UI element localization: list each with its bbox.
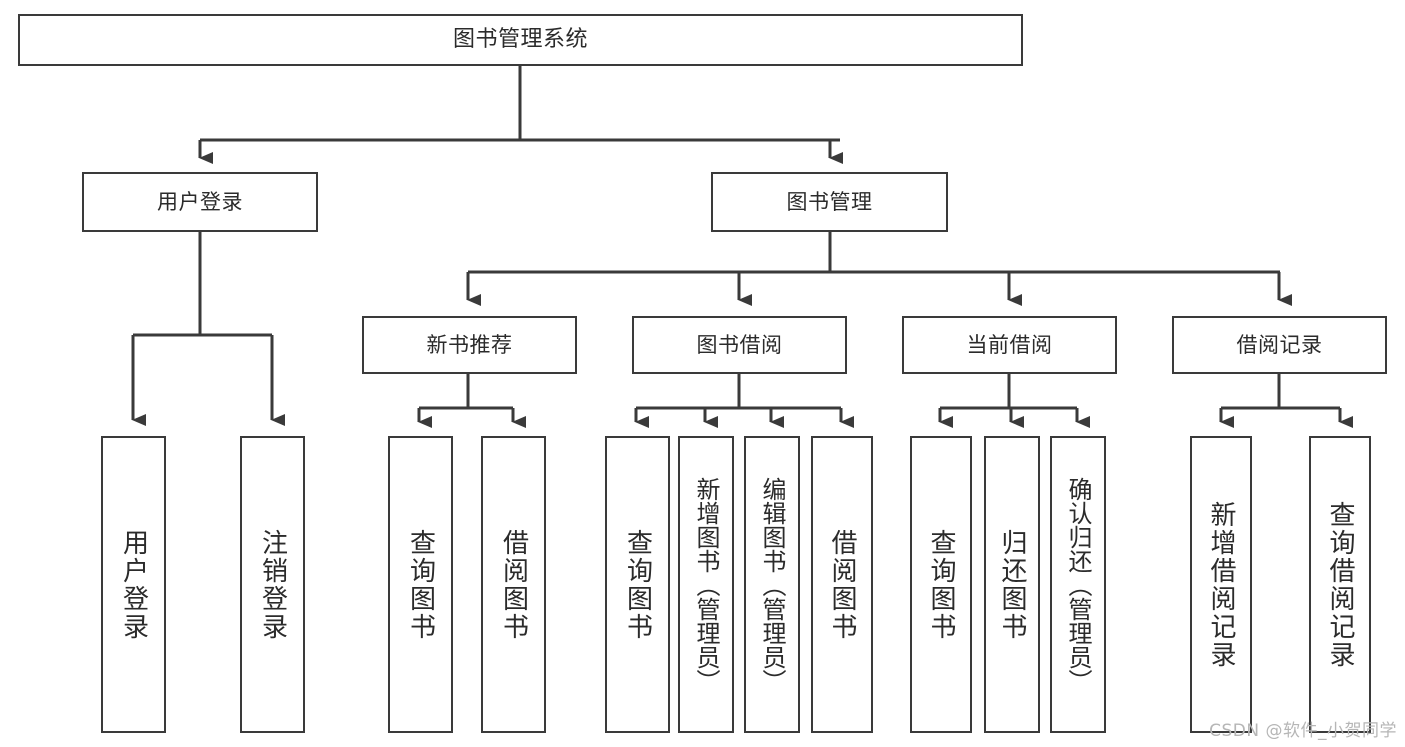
watermark: CSDN @软件_小贺同学 bbox=[1209, 721, 1397, 741]
node-book-borrow-label: 图书借阅 bbox=[696, 332, 783, 357]
node-leaf-user-login[interactable]: 用户登录 bbox=[101, 436, 166, 733]
node-leaf-borrow-book-2-label: 借阅图书 bbox=[827, 528, 858, 641]
node-book-manage[interactable]: 图书管理 bbox=[711, 172, 948, 232]
node-leaf-query-book-1-label: 查询图书 bbox=[405, 528, 436, 641]
node-leaf-query-record-label: 查询借阅记录 bbox=[1325, 500, 1356, 669]
node-leaf-user-logout-label: 注销登录 bbox=[257, 528, 288, 641]
node-leaf-borrow-book-1-label: 借阅图书 bbox=[498, 528, 529, 641]
node-user-login-label: 用户登录 bbox=[157, 189, 243, 214]
node-leaf-return-book-label: 归还图书 bbox=[997, 528, 1028, 641]
node-root-label: 图书管理系统 bbox=[452, 27, 588, 53]
node-leaf-user-logout[interactable]: 注销登录 bbox=[240, 436, 305, 733]
node-current-borrow-label: 当前借阅 bbox=[966, 332, 1053, 357]
node-leaf-add-book[interactable]: 新增图书（管理员） bbox=[678, 436, 734, 733]
node-current-borrow[interactable]: 当前借阅 bbox=[902, 316, 1117, 374]
node-leaf-query-record[interactable]: 查询借阅记录 bbox=[1309, 436, 1371, 733]
node-book-manage-label: 图书管理 bbox=[786, 189, 873, 214]
node-new-book-recommend-label: 新书推荐 bbox=[426, 332, 513, 357]
node-leaf-add-record[interactable]: 新增借阅记录 bbox=[1190, 436, 1252, 733]
node-leaf-add-book-label: 新增图书（管理员） bbox=[692, 476, 720, 693]
node-leaf-query-book-3[interactable]: 查询图书 bbox=[910, 436, 972, 733]
node-leaf-return-book[interactable]: 归还图书 bbox=[984, 436, 1040, 733]
node-leaf-query-book-2-label: 查询图书 bbox=[622, 528, 653, 641]
node-leaf-query-book-2[interactable]: 查询图书 bbox=[605, 436, 670, 733]
node-leaf-query-book-3-label: 查询图书 bbox=[926, 528, 957, 641]
node-book-borrow[interactable]: 图书借阅 bbox=[632, 316, 847, 374]
node-new-book-recommend[interactable]: 新书推荐 bbox=[362, 316, 577, 374]
node-leaf-add-record-label: 新增借阅记录 bbox=[1206, 500, 1237, 669]
node-leaf-confirm-return[interactable]: 确认归还（管理员） bbox=[1050, 436, 1106, 733]
node-leaf-edit-book-label: 编辑图书（管理员） bbox=[758, 476, 786, 693]
node-root[interactable]: 图书管理系统 bbox=[18, 14, 1023, 66]
node-leaf-user-login-label: 用户登录 bbox=[118, 528, 149, 641]
node-leaf-edit-book[interactable]: 编辑图书（管理员） bbox=[744, 436, 800, 733]
node-leaf-borrow-book-2[interactable]: 借阅图书 bbox=[811, 436, 873, 733]
node-borrow-record-label: 借阅记录 bbox=[1236, 332, 1323, 357]
node-leaf-borrow-book-1[interactable]: 借阅图书 bbox=[481, 436, 546, 733]
node-borrow-record[interactable]: 借阅记录 bbox=[1172, 316, 1387, 374]
node-leaf-confirm-return-label: 确认归还（管理员） bbox=[1064, 476, 1092, 693]
node-leaf-query-book-1[interactable]: 查询图书 bbox=[388, 436, 453, 733]
node-user-login[interactable]: 用户登录 bbox=[82, 172, 318, 232]
